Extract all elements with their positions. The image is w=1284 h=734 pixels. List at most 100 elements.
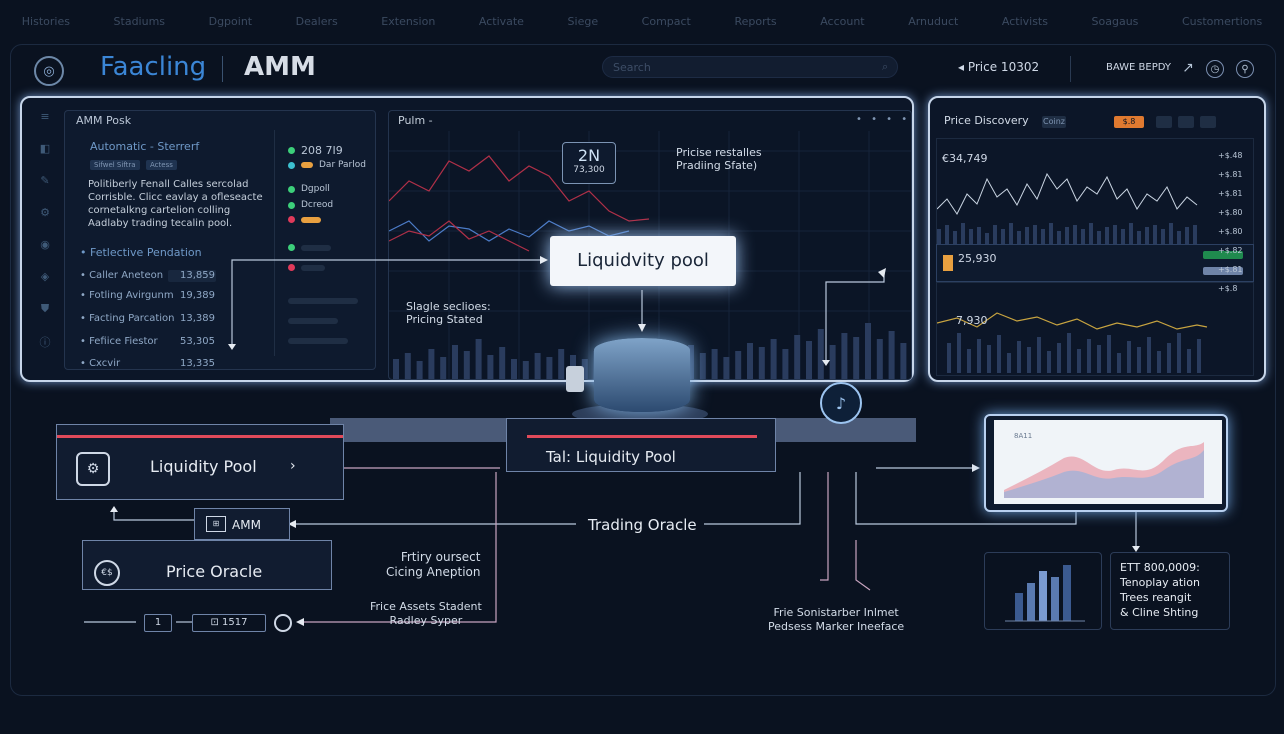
info-icon[interactable]: ⓘ: [39, 336, 51, 349]
pd-right-values: +$.48+$.81+$.81+$.80+$.80+$.82+$.81+$.8: [1218, 146, 1243, 298]
pd-control[interactable]: [1178, 116, 1194, 128]
pd-chip-accent[interactable]: $.8: [1114, 116, 1144, 128]
liquidity-pool-label[interactable]: Liquidvity pool: [550, 236, 736, 286]
info-line: ETT 800,0009:: [1120, 561, 1200, 574]
volume-bar: [782, 349, 789, 379]
nav-item[interactable]: Account: [820, 14, 865, 28]
amm-node-label: AMM: [232, 518, 261, 532]
legend-item: Dcreod: [288, 200, 333, 210]
chip[interactable]: Actess: [146, 160, 177, 170]
chart-icon[interactable]: ◧: [39, 142, 51, 155]
list-item-label: Fotling Avirgunm: [89, 290, 174, 301]
pd-chip[interactable]: Coinz: [1042, 116, 1066, 128]
price-line-red: [389, 155, 650, 222]
pd-right-value: +$.81: [1218, 170, 1243, 179]
mini-bar: [1051, 577, 1059, 621]
legend-item: [288, 338, 348, 344]
volume-bar: [522, 361, 529, 379]
profile-icon[interactable]: ⚲: [1236, 60, 1254, 78]
pd-line: [937, 172, 1198, 215]
pd-control[interactable]: [1200, 116, 1216, 128]
chart-title: Pulm -: [398, 114, 433, 127]
pd-bars: [937, 223, 1197, 245]
pd-chart-svg-2: [937, 312, 1208, 373]
menu-icon[interactable]: ≡: [40, 110, 50, 123]
account-label[interactable]: BAWE BEPDY: [1106, 62, 1172, 73]
pd-value: 7,930: [956, 314, 988, 327]
step-box[interactable]: ⊡ 1517: [192, 614, 266, 632]
bar: [288, 298, 358, 304]
header-divider: [1070, 56, 1071, 82]
note-line: Pedsess Marker Ineeface: [768, 620, 905, 633]
legend-label: Dar Parlod: [319, 160, 366, 170]
nav-item[interactable]: Dgpoint: [208, 14, 253, 28]
left-toolbar: ≡ ◧ ✎ ⚙ ◉ ◈ ⛊ ⓘ: [30, 110, 60, 368]
step-box-text: 1517: [222, 617, 248, 628]
brand-name: Faacling: [100, 52, 207, 82]
nav-item[interactable]: Soagaus: [1091, 14, 1139, 28]
search-icon[interactable]: ⌕: [882, 60, 889, 73]
highlight-bar: [527, 435, 757, 438]
pin-icon[interactable]: ◈: [40, 270, 50, 283]
volume-bar: [440, 357, 447, 379]
chart-controls[interactable]: • • • •: [856, 114, 911, 125]
clock-icon[interactable]: ◷: [1206, 60, 1224, 78]
arrow-icon[interactable]: ↗: [1182, 60, 1194, 76]
volume-bar: [806, 341, 812, 379]
search-input[interactable]: Search: [602, 56, 898, 78]
list-item[interactable]: • Fefiice Fiestor: [80, 336, 158, 347]
list-title: • Fetlective Pendation: [80, 246, 202, 259]
legend-label: Dcreod: [301, 200, 334, 210]
volume-bar: [794, 335, 801, 379]
tal-liquidity-pool-box[interactable]: [506, 418, 776, 472]
price-oracle-box[interactable]: [82, 540, 332, 590]
pd-bars-2: [947, 333, 1201, 373]
price-line-blue: [389, 220, 630, 242]
nav-item[interactable]: Activate: [478, 14, 524, 28]
step-box[interactable]: 1: [144, 614, 172, 632]
pd-control[interactable]: [1156, 116, 1172, 128]
nav-item[interactable]: Siege: [567, 14, 599, 28]
grey-chip: [1203, 267, 1243, 275]
chevron-right-icon[interactable]: ›: [290, 458, 296, 474]
status-dot: [288, 161, 295, 169]
callout-value: 2N: [577, 146, 601, 165]
nav-item[interactable]: Dealers: [295, 14, 338, 28]
list-item-label: Caller Aneteon: [89, 270, 164, 281]
nav-item[interactable]: Histories: [21, 14, 70, 28]
note-line: Pricise restalles: [676, 146, 762, 159]
nav-item[interactable]: Stadiums: [113, 14, 166, 28]
nav-item[interactable]: Extension: [381, 14, 436, 28]
mini-bar-chart: [984, 552, 1102, 630]
target-icon[interactable]: ◉: [40, 238, 50, 251]
highlight-bar: [57, 435, 343, 438]
nav-item[interactable]: Activists: [1001, 14, 1048, 28]
nav-item[interactable]: Compact: [641, 14, 691, 28]
volume-bar: [876, 339, 883, 379]
nav-item[interactable]: Reports: [734, 14, 777, 28]
shield-icon[interactable]: ⛊: [40, 302, 50, 315]
list-item-value: 13,335: [180, 358, 215, 369]
legend-label: 208 7I9: [301, 144, 343, 157]
nav-item[interactable]: Arnuduct: [908, 14, 959, 28]
settings-icon[interactable]: ⚙: [40, 206, 50, 219]
list-item-value: 13,389: [180, 313, 215, 324]
chip[interactable]: Sifwel Siftra: [90, 160, 140, 170]
pd-chart-2: [936, 282, 1254, 376]
diagram-note: Frie Sonistarber Inlmet Pedsess Marker I…: [768, 606, 904, 634]
volume-bar: [393, 359, 399, 379]
bar: [301, 244, 331, 251]
amm-node[interactable]: [194, 508, 290, 540]
list-item[interactable]: • Fotling Avirgunm: [80, 290, 174, 301]
list-item[interactable]: • Cxcvir: [80, 358, 121, 369]
nav-item[interactable]: Customertions: [1181, 14, 1263, 28]
legend-item: Dar Parlod: [288, 160, 366, 170]
edit-icon[interactable]: ✎: [40, 174, 50, 187]
liquidity-pool-box[interactable]: [56, 424, 344, 500]
list-item[interactable]: • Caller Aneteon: [80, 270, 164, 281]
logo-icon: ◎: [34, 56, 64, 86]
brand-divider: [222, 56, 223, 82]
target-icon[interactable]: [274, 614, 292, 632]
diagram-note: Frice Assets Stadent Radley Syper: [370, 600, 482, 628]
list-item[interactable]: • Facting Parcation: [80, 313, 175, 324]
